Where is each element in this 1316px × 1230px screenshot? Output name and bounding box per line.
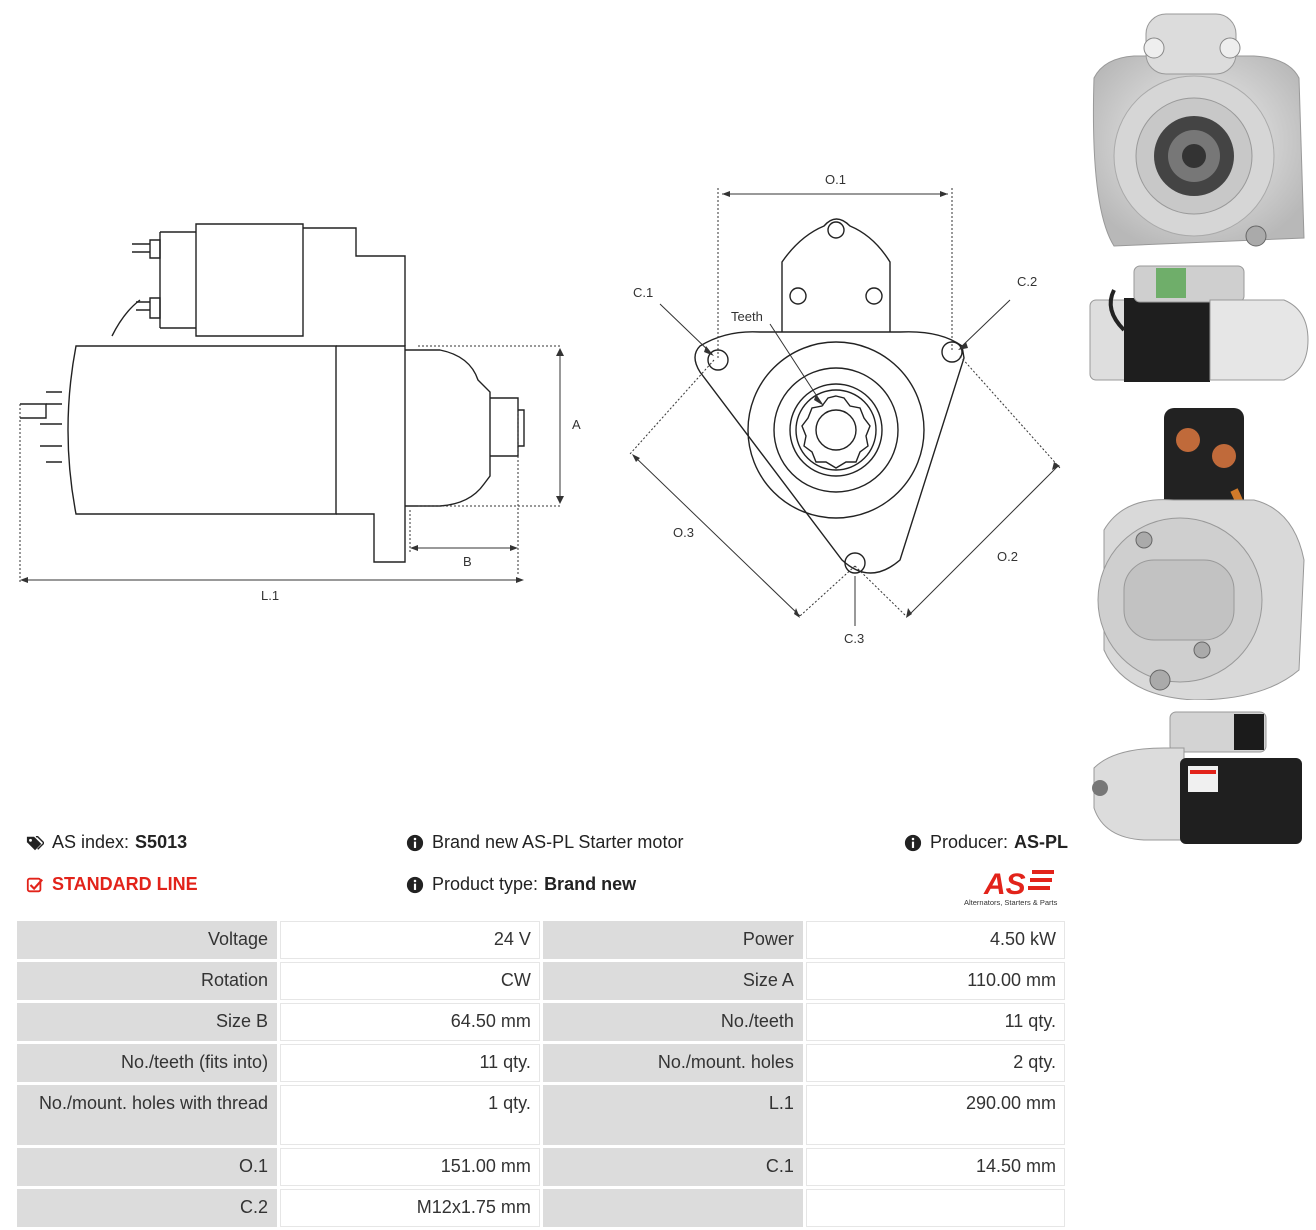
technical-drawing: A B L.1 O.1 O.2 O.3 C.1 C.2 C.3 Teeth [0,150,1080,670]
dim-o2-label: O.2 [997,549,1018,564]
info-icon [406,834,424,851]
spec-key: C.1 [542,1148,803,1186]
logo-tagline: Alternators, Starters & Parts [964,898,1058,907]
spec-value: 290.00 mm [805,1085,1065,1145]
checkbox-checked-icon [26,877,44,892]
spec-value: 110.00 mm [805,962,1065,1000]
photo-front-view[interactable] [1084,8,1312,253]
table-row: Rotation CW Size A 110.00 mm [17,962,1065,1000]
spec-key: Power [542,921,803,959]
spec-value: 151.00 mm [280,1148,540,1186]
as-index-label: AS index: [52,832,130,852]
as-index: AS index: S5013 [26,832,187,853]
mount-flange [694,331,965,574]
spec-value: 1 qty. [280,1085,540,1145]
spec-key: No./teeth [542,1003,803,1041]
product-type-label: Product type: [432,874,539,894]
spec-key: No./teeth (fits into) [17,1044,278,1082]
as-index-value: S5013 [135,832,188,852]
description-text: Brand new AS-PL Starter motor [432,832,684,852]
specifications-table: Voltage 24 V Power 4.50 kW Rotation CW S… [14,918,1068,1230]
producer: Producer: AS-PL [904,832,1068,853]
spec-value: 14.50 mm [805,1148,1065,1186]
spec-key: No./mount. holes [542,1044,803,1082]
info-icon [406,876,424,893]
table-row: Voltage 24 V Power 4.50 kW [17,921,1065,959]
spec-value: 64.50 mm [280,1003,540,1041]
spec-key [542,1189,803,1227]
spec-value: M12x1.75 mm [280,1189,540,1227]
spec-key: Size A [542,962,803,1000]
table-row: Size B 64.50 mm No./teeth 11 qty. [17,1003,1065,1041]
dim-o1-label: O.1 [825,172,846,187]
gear-teeth [801,395,871,469]
product-photos [1084,8,1312,858]
tags-icon [26,835,44,850]
dim-a-label: A [572,417,581,432]
spec-value: 24 V [280,921,540,959]
product-line: STANDARD LINE [26,874,198,895]
producer-value: AS-PL [1014,832,1069,852]
dim-b-label: B [463,554,472,569]
photo-angled-view[interactable] [1084,708,1312,858]
info-icon [904,834,922,851]
spec-key: O.1 [17,1148,278,1186]
spec-key: Rotation [17,962,278,1000]
top-ear [781,218,891,332]
logo-mark-text: AS [983,868,1026,901]
dim-l1-label: L.1 [261,588,279,603]
spec-value: 4.50 kW [805,921,1065,959]
table-row: No./mount. holes with thread 1 qty. L.1 … [17,1085,1065,1145]
product-type-value: Brand new [544,874,637,894]
spec-value: 11 qty. [280,1044,540,1082]
spec-key: No./mount. holes with thread [17,1085,278,1145]
dim-o3-label: O.3 [673,525,694,540]
spec-key: Voltage [17,921,278,959]
spec-key: C.2 [17,1189,278,1227]
spec-key: Size B [17,1003,278,1041]
spec-value: CW [280,962,540,1000]
spec-value [805,1189,1065,1227]
pinion [490,397,525,457]
starter-dimension-drawing: A B L.1 O.1 O.2 O.3 C.1 C.2 C.3 Teeth [19,172,1061,646]
dim-c3-label: C.3 [844,631,864,646]
dim-c2-label: C.2 [1017,274,1037,289]
teeth-label: Teeth [731,309,763,324]
nose-housing [405,349,491,507]
spec-key: L.1 [542,1085,803,1145]
table-row: No./teeth (fits into) 11 qty. No./mount.… [17,1044,1065,1082]
dim-c1-label: C.1 [633,285,653,300]
spec-value: 11 qty. [805,1003,1065,1041]
motor-body [67,345,337,515]
product-type: Product type: Brand new [406,874,636,895]
as-logo-mark: AS Alternators, Starters & Parts [964,868,1058,907]
as-pl-logo: AS Alternators, Starters & Parts [960,862,1070,908]
spec-value: 2 qty. [805,1044,1065,1082]
solenoid [195,223,304,337]
product-line-label: STANDARD LINE [52,874,198,894]
producer-label: Producer: [930,832,1009,852]
photo-side-view[interactable] [1084,260,1312,390]
photo-rear-view[interactable] [1084,400,1312,700]
table-row: C.2 M12x1.75 mm [17,1189,1065,1227]
product-description: Brand new AS-PL Starter motor [406,832,683,853]
table-row: O.1 151.00 mm C.1 14.50 mm [17,1148,1065,1186]
